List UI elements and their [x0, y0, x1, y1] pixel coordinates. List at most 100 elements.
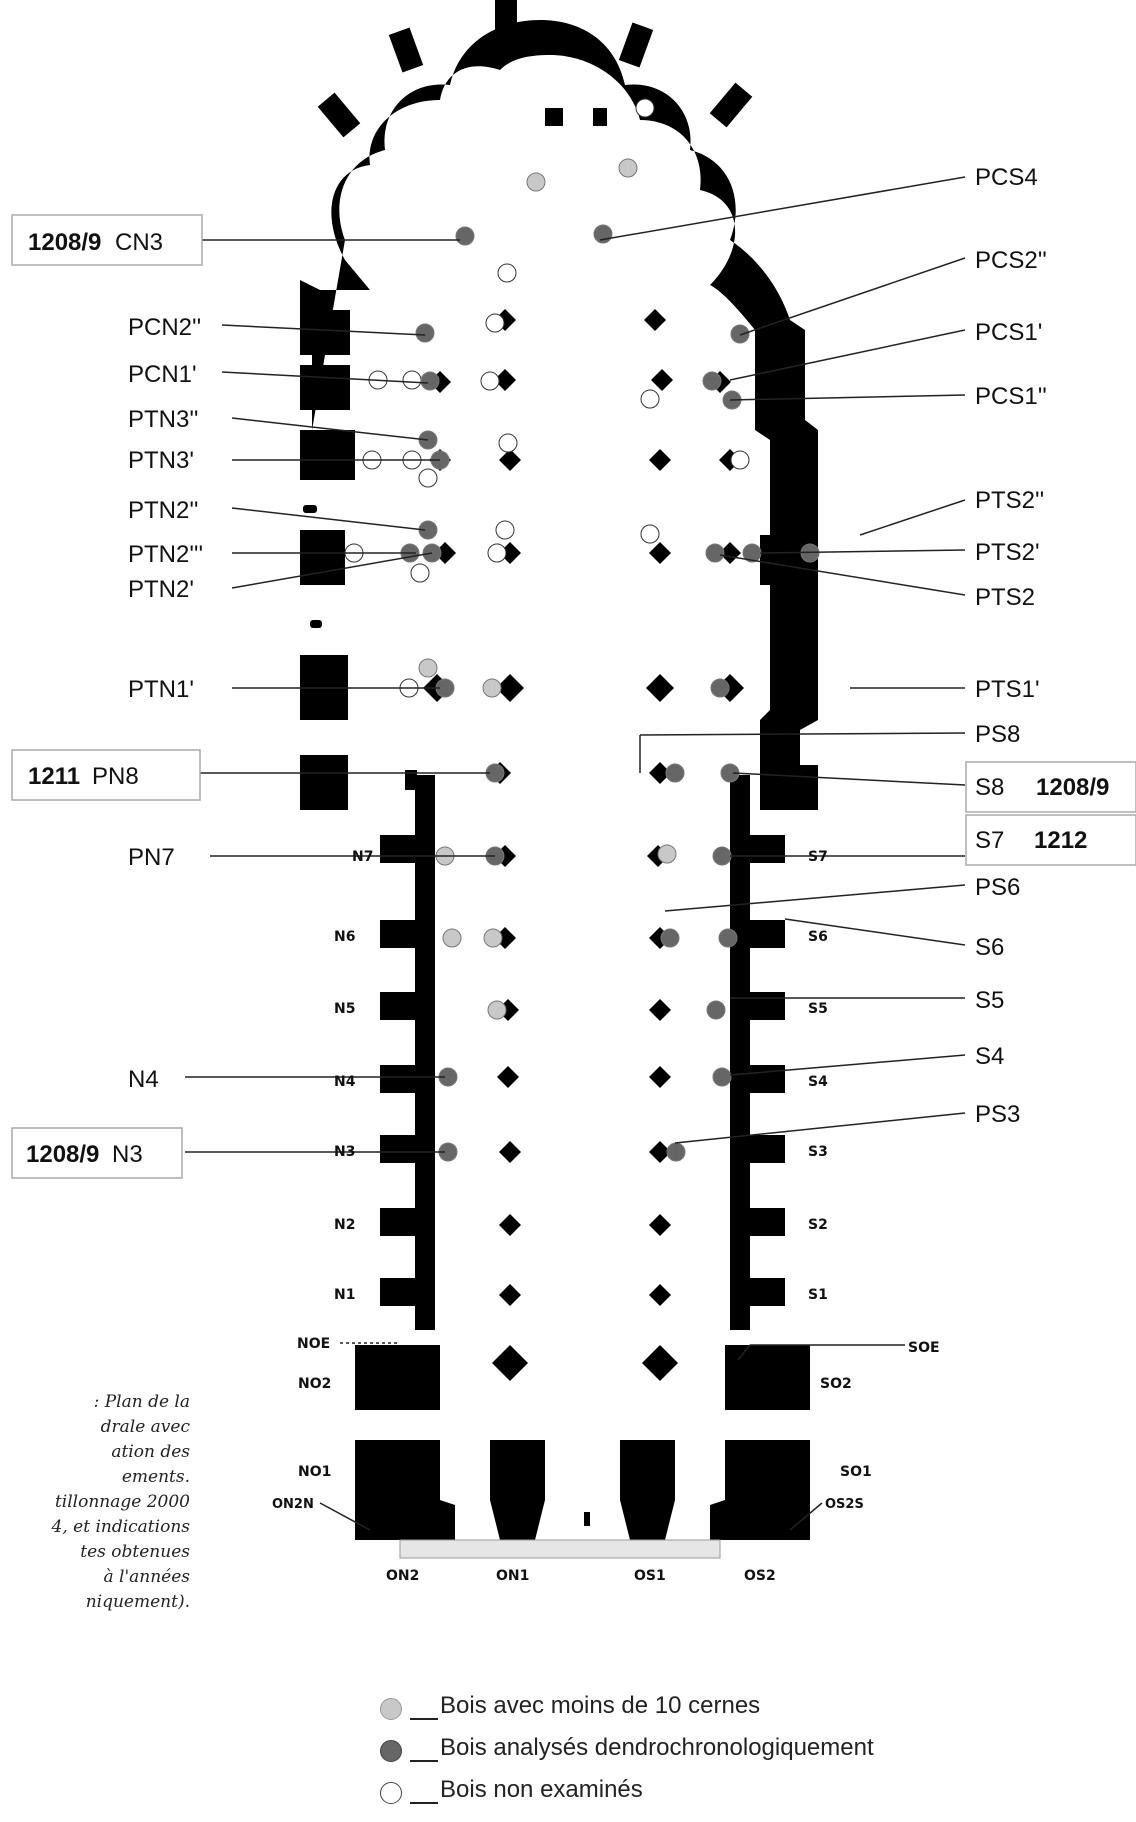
label-pcs1p: PCS1'	[975, 319, 1042, 346]
label-pcn1p: PCN1'	[128, 361, 197, 388]
pillar-mark	[494, 369, 516, 391]
bay-n1: N1	[334, 1287, 355, 1303]
label-s4: S4	[975, 1043, 1004, 1070]
caption-line: drale avec	[100, 1417, 190, 1437]
label-pts2: PTS2	[975, 584, 1035, 611]
dark-grey-dot	[660, 928, 680, 948]
dark-grey-dot	[420, 371, 440, 391]
legend-dash	[410, 1760, 438, 1762]
caption-line: niquement).	[85, 1592, 190, 1612]
label-s8-date: 1208/9	[1036, 774, 1109, 801]
legend-dash	[410, 1718, 438, 1720]
dark-grey-dot	[706, 1000, 726, 1020]
label-ptn2p: PTN2'	[128, 576, 194, 603]
label-s6: S6	[975, 934, 1004, 961]
caption-line: ation des	[111, 1442, 190, 1462]
caption-line: ements.	[121, 1467, 190, 1487]
bay-os1: OS1	[634, 1568, 666, 1584]
label-ptn3pp: PTN3''	[128, 406, 199, 433]
bay-s7: S7	[808, 849, 828, 865]
light-grey-dot	[487, 1000, 507, 1020]
facade-band	[399, 1539, 721, 1559]
caption-line: : Plan de la	[93, 1392, 190, 1412]
bay-n5: N5	[334, 1001, 355, 1017]
pillar-mark	[644, 309, 666, 331]
label-ptn2ppp: PTN2'''	[128, 541, 203, 568]
dark-grey-dot	[705, 543, 725, 563]
bay-s5: S5	[808, 1001, 828, 1017]
white-dot	[487, 543, 507, 563]
white-dot	[418, 468, 438, 488]
light-grey-dot	[618, 158, 638, 178]
pillar-mark	[492, 1345, 528, 1381]
legend-item-analysed: Bois analysés dendrochronologiquement	[380, 1732, 1000, 1774]
bay-n6: N6	[334, 929, 355, 945]
legend: Bois avec moins de 10 cernes Bois analys…	[380, 1690, 1000, 1816]
pillar-mark	[651, 369, 673, 391]
pillar-mark	[649, 1141, 671, 1163]
label-ps3: PS3	[975, 1101, 1020, 1128]
white-dot	[498, 433, 518, 453]
light-grey-dot	[483, 928, 503, 948]
label-cn3-date: 1208/9	[28, 229, 101, 256]
bay-on2: ON2	[386, 1568, 419, 1584]
bay-n7: N7	[352, 849, 373, 865]
label-pcs2pp: PCS2''	[975, 247, 1047, 274]
label-boxes	[11, 214, 1136, 1179]
pillar-mark	[497, 1066, 519, 1088]
bay-n3: N3	[334, 1144, 355, 1160]
label-pn8-date: 1211	[28, 763, 80, 790]
pillar-mark	[719, 542, 741, 564]
pillar-mark	[496, 674, 524, 702]
dark-grey-dot	[730, 324, 750, 344]
light-grey-dot	[482, 678, 502, 698]
bay-no1: NO1	[298, 1464, 331, 1480]
white-dot	[485, 313, 505, 333]
caption-line: à l'années	[103, 1567, 190, 1587]
bay-s6: S6	[808, 929, 828, 945]
label-s7-date: 1212	[1034, 827, 1087, 854]
label-ps8: PS8	[975, 721, 1020, 748]
white-dot	[410, 563, 430, 583]
dark-grey-dot	[712, 1067, 732, 1087]
white-dot	[497, 263, 517, 283]
bay-so2: SO2	[820, 1376, 852, 1392]
label-ptn3p: PTN3'	[128, 447, 194, 474]
label-pts2p: PTS2'	[975, 539, 1040, 566]
dark-grey-dot	[710, 678, 730, 698]
pillar-mark	[649, 449, 671, 471]
legend-label: Bois non examinés	[440, 1776, 643, 1803]
bay-on1: ON1	[496, 1568, 529, 1584]
legend-dash	[410, 1802, 438, 1804]
bay-s1: S1	[808, 1287, 828, 1303]
label-s5: S5	[975, 987, 1004, 1014]
dark-grey-dot	[455, 226, 475, 246]
label-s7: S7	[975, 827, 1004, 854]
label-pts2pp: PTS2''	[975, 487, 1044, 514]
bay-soe: SOE	[908, 1340, 940, 1356]
pillar-mark	[499, 1214, 521, 1236]
bay-s3: S3	[808, 1144, 828, 1160]
bay-s4: S4	[808, 1074, 828, 1090]
label-n3: N3	[112, 1141, 143, 1168]
white-dot	[480, 371, 500, 391]
white-dot	[402, 370, 422, 390]
caption-line: tes obtenues	[80, 1542, 190, 1562]
legend-label: Bois avec moins de 10 cernes	[440, 1692, 761, 1719]
label-cn3: CN3	[115, 229, 163, 256]
white-dot-icon	[380, 1782, 402, 1804]
pillar-mark	[499, 1141, 521, 1163]
legend-item-not-examined: Bois non examinés	[380, 1774, 1000, 1816]
label-ptn2pp: PTN2''	[128, 497, 199, 524]
pillar-mark	[649, 762, 671, 784]
white-dot	[640, 524, 660, 544]
dark-grey-dot	[665, 763, 685, 783]
bay-labels: N7 N6 N5 N4 N3 N2 N1 S7 S6 S5 S4 S3 S2 S…	[272, 849, 940, 1584]
white-dot	[640, 389, 660, 409]
pillar-mark	[649, 1214, 671, 1236]
pillar-mark	[649, 542, 671, 564]
bay-on2n: ON2N	[272, 1497, 314, 1512]
labels: 1208/9 CN3 PCS4 PCS2'' PCN2'' PCS1' PCN1…	[26, 164, 1109, 1168]
caption-line: tillonnage 2000	[54, 1492, 190, 1512]
